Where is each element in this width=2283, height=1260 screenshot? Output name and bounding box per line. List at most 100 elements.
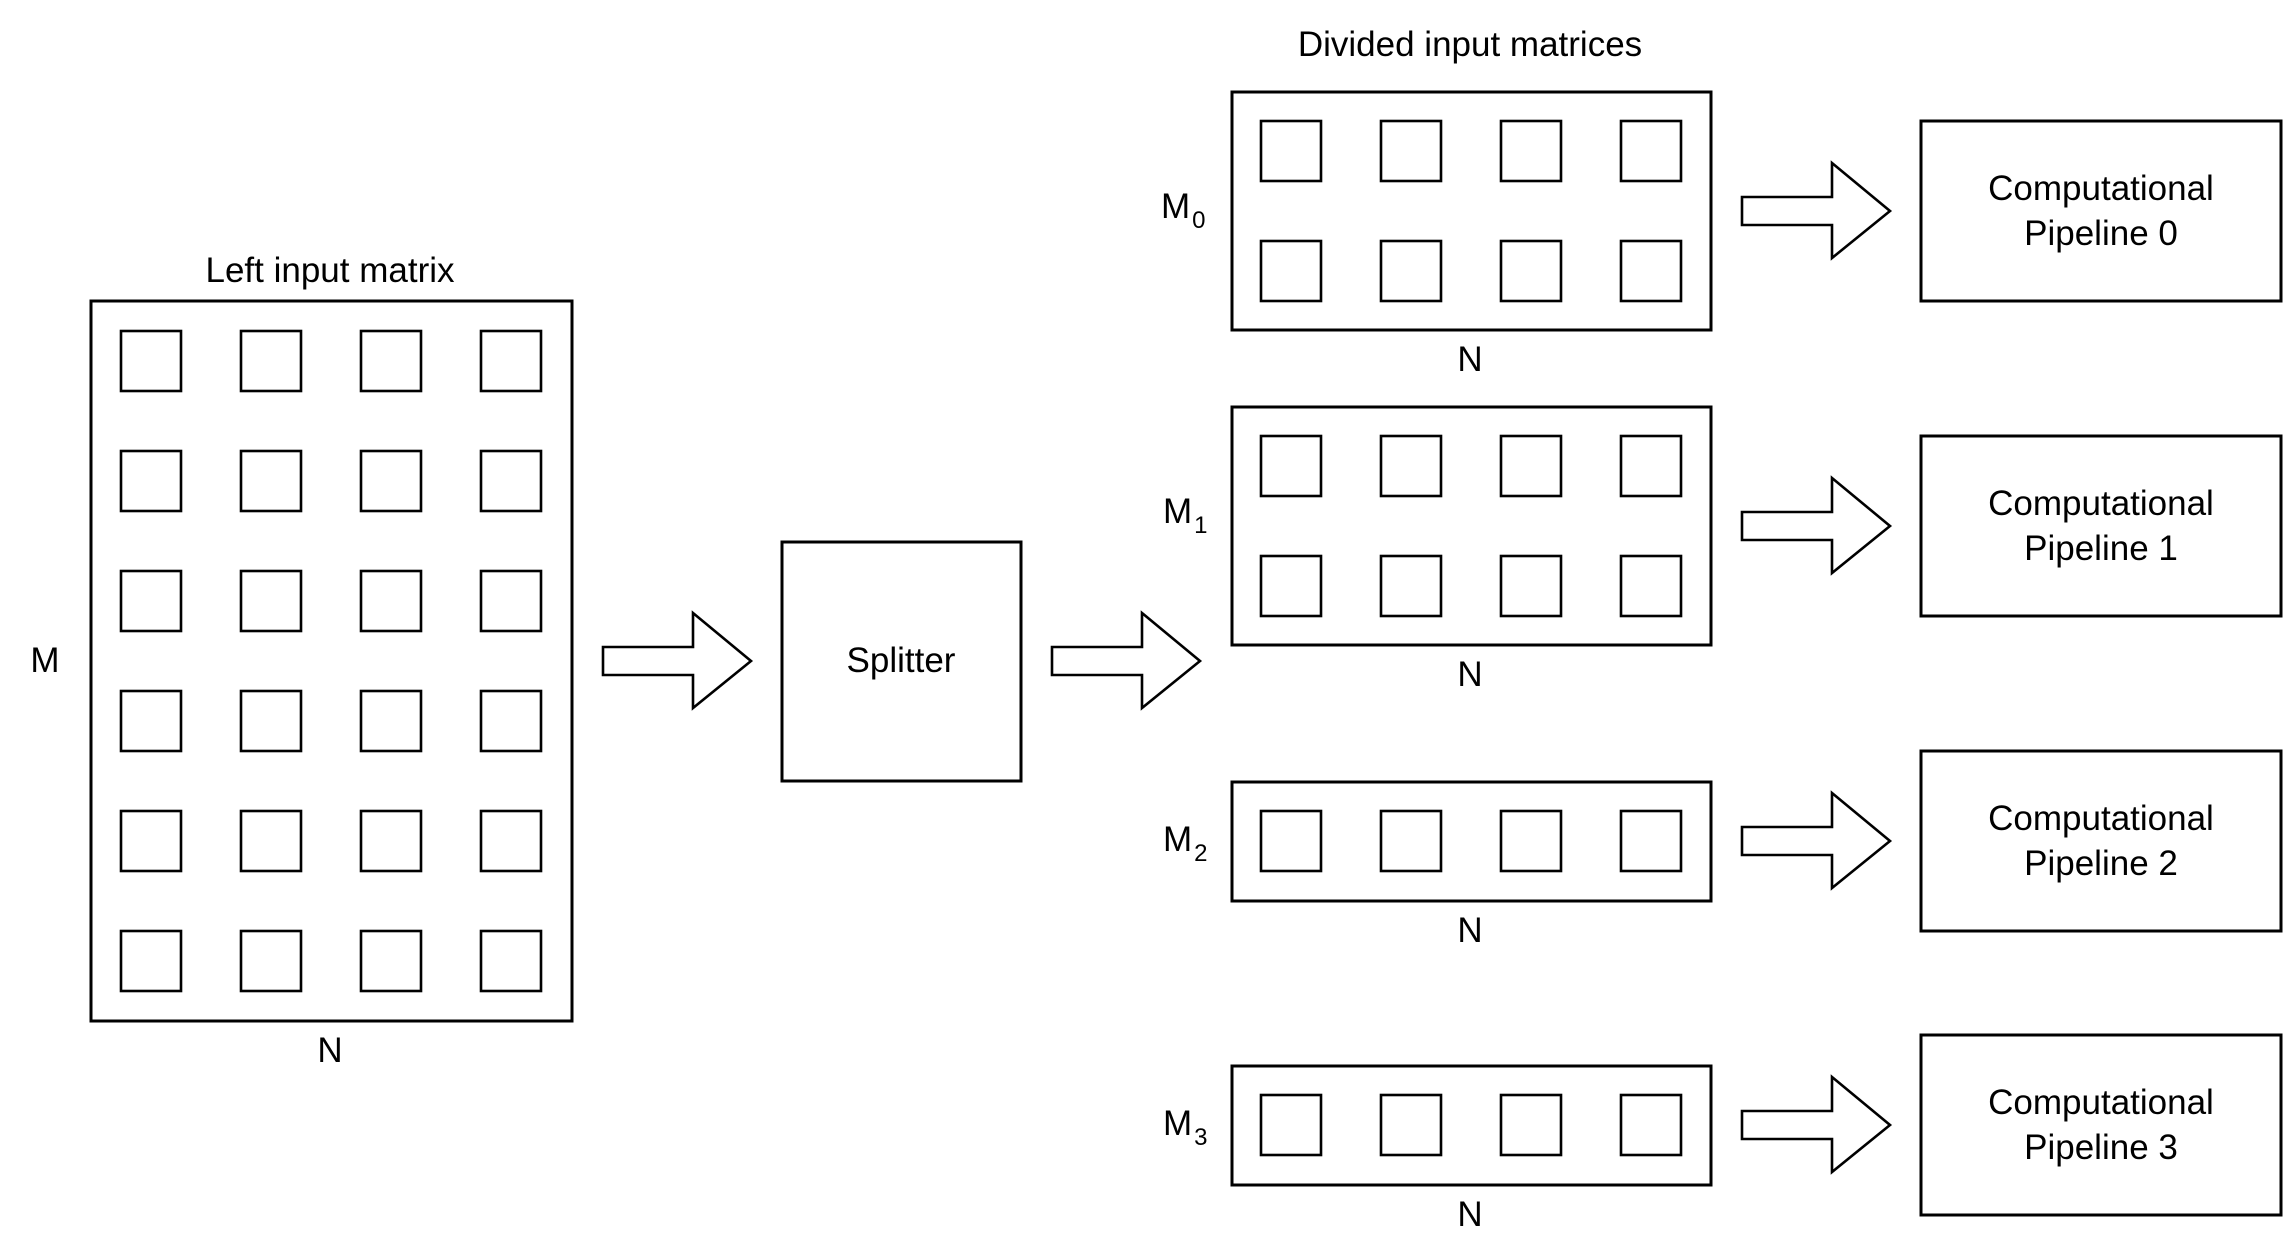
left-matrix-cell-r3-c1 [239, 689, 303, 753]
pipeline-2: Computational Pipeline 2 [1919, 749, 2283, 933]
left-matrix-cell-r2-c2 [359, 569, 423, 633]
left-matrix-cell-r5-c3 [479, 929, 543, 993]
divided-matrix-0-cell-r1-c3 [1619, 239, 1683, 303]
divided-matrix-0-cell-r0-c0 [1259, 119, 1323, 183]
arrow-splitter-to-divided [1050, 610, 1203, 711]
pipeline-3-box [1919, 1033, 2283, 1217]
arrow-to-pipeline-0 [1740, 160, 1893, 261]
divided-matrix-1-row-label: M1 [1163, 492, 1208, 539]
splitter-label: Splitter [847, 641, 956, 680]
divided-matrix-0-cell-r0-c2 [1499, 119, 1563, 183]
divided-matrix-0-cell-r1-c0 [1259, 239, 1323, 303]
pipeline-1-line2: Pipeline 1 [2024, 529, 2178, 568]
left-matrix-cell-r1-c1 [239, 449, 303, 513]
pipeline-2-box [1919, 749, 2283, 933]
pipeline-0-box [1919, 119, 2283, 303]
divided-matrix-3-cell-r0-c0 [1259, 1093, 1323, 1157]
divided-matrix-2-subscript: 2 [1194, 840, 1207, 867]
left-matrix-frame [89, 299, 574, 1023]
divided-matrix-0-cell-r1-c1 [1379, 239, 1443, 303]
splitter-box [780, 540, 1023, 783]
pipeline-3-line2: Pipeline 3 [2024, 1128, 2178, 1167]
left-matrix-cell-r1-c2 [359, 449, 423, 513]
divided-matrix-2-row-label: M2 [1163, 820, 1208, 867]
left-matrix-cell-r3-c2 [359, 689, 423, 753]
pipeline-0-line2: Pipeline 0 [2024, 214, 2178, 253]
left-matrix-cell-r2-c3 [479, 569, 543, 633]
left-matrix-col-label: N [317, 1031, 342, 1070]
left-matrix-cell-r5-c2 [359, 929, 423, 993]
left-matrix-cell-r0-c1 [239, 329, 303, 393]
divided-matrix-0-cells [1259, 119, 1683, 303]
divided-matrix-1-cell-r0-c0 [1259, 434, 1323, 498]
divided-matrix-0: M0 N [1161, 90, 1713, 379]
divided-matrices-title: Divided input matrices [1298, 25, 1642, 64]
left-matrix-cell-r3-c3 [479, 689, 543, 753]
left-matrix-cell-r4-c1 [239, 809, 303, 873]
divided-matrix-0-cell-r1-c2 [1499, 239, 1563, 303]
divided-matrix-3-cell-r0-c2 [1499, 1093, 1563, 1157]
arrow-to-pipeline-3 [1740, 1074, 1893, 1175]
left-matrix-cell-r0-c0 [119, 329, 183, 393]
pipeline-0: Computational Pipeline 0 [1919, 119, 2283, 303]
pipeline-2-line1: Computational [1988, 799, 2214, 838]
left-matrix-cell-r0-c2 [359, 329, 423, 393]
left-input-matrix: Left input matrix M N [30, 251, 574, 1070]
divided-matrix-0-cell-r0-c1 [1379, 119, 1443, 183]
left-matrix-cells [119, 329, 543, 993]
divided-matrix-2-cell-r0-c2 [1499, 809, 1563, 873]
left-matrix-cell-r5-c0 [119, 929, 183, 993]
left-matrix-row-label: M [30, 641, 59, 680]
divided-matrix-3-col-label: N [1457, 1195, 1482, 1234]
left-matrix-cell-r2-c0 [119, 569, 183, 633]
divided-matrix-3-cells [1259, 1093, 1683, 1157]
divided-matrix-0-cell-r0-c3 [1619, 119, 1683, 183]
divided-matrix-2-cell-r0-c1 [1379, 809, 1443, 873]
divided-matrix-2-col-label: N [1457, 911, 1482, 950]
pipeline-1-line1: Computational [1988, 484, 2214, 523]
divided-matrix-1-cell-r1-c3 [1619, 554, 1683, 618]
pipeline-1-box [1919, 434, 2283, 618]
divided-matrix-3-cell-r0-c1 [1379, 1093, 1443, 1157]
left-matrix-cell-r4-c3 [479, 809, 543, 873]
divided-matrix-1-cell-r1-c1 [1379, 554, 1443, 618]
pipeline-0-line1: Computational [1988, 169, 2214, 208]
left-matrix-cell-r0-c3 [479, 329, 543, 393]
left-matrix-cell-r1-c0 [119, 449, 183, 513]
divided-matrix-2-cell-r0-c3 [1619, 809, 1683, 873]
divided-matrix-3: M3 N [1163, 1064, 1713, 1234]
left-matrix-cell-r5-c1 [239, 929, 303, 993]
pipeline-1: Computational Pipeline 1 [1919, 434, 2283, 618]
divided-matrix-1-cells [1259, 434, 1683, 618]
splitter: Splitter [780, 540, 1023, 783]
divided-matrix-1: M1 N [1163, 405, 1713, 694]
arrow-to-pipeline-1 [1740, 475, 1893, 576]
left-matrix-cell-r4-c0 [119, 809, 183, 873]
divided-matrix-0-col-label: N [1457, 340, 1482, 379]
divided-matrix-1-cell-r1-c2 [1499, 554, 1563, 618]
pipeline-3: Computational Pipeline 3 [1919, 1033, 2283, 1217]
divided-matrix-0-subscript: 0 [1192, 207, 1205, 234]
arrow-matrix-to-splitter [601, 610, 754, 711]
divided-matrix-3-cell-r0-c3 [1619, 1093, 1683, 1157]
divided-matrix-1-cell-r0-c1 [1379, 434, 1443, 498]
divided-matrix-3-row-label: M3 [1163, 1104, 1208, 1151]
left-matrix-cell-r2-c1 [239, 569, 303, 633]
left-matrix-title: Left input matrix [206, 251, 455, 290]
divided-matrix-1-cell-r0-c2 [1499, 434, 1563, 498]
divided-matrix-2: M2 N [1163, 780, 1713, 950]
divided-matrix-0-row-label: M0 [1161, 187, 1206, 234]
left-matrix-cell-r4-c2 [359, 809, 423, 873]
left-matrix-cell-r3-c0 [119, 689, 183, 753]
divided-matrix-1-cell-r1-c0 [1259, 554, 1323, 618]
pipeline-3-line1: Computational [1988, 1083, 2214, 1122]
left-matrix-cell-r1-c3 [479, 449, 543, 513]
divided-matrix-3-subscript: 3 [1194, 1124, 1207, 1151]
divided-matrix-1-col-label: N [1457, 655, 1482, 694]
arrow-to-pipeline-2 [1740, 790, 1893, 891]
divided-matrix-2-cell-r0-c0 [1259, 809, 1323, 873]
divided-matrix-2-cells [1259, 809, 1683, 873]
divided-matrix-1-cell-r0-c3 [1619, 434, 1683, 498]
pipeline-2-line2: Pipeline 2 [2024, 844, 2178, 883]
